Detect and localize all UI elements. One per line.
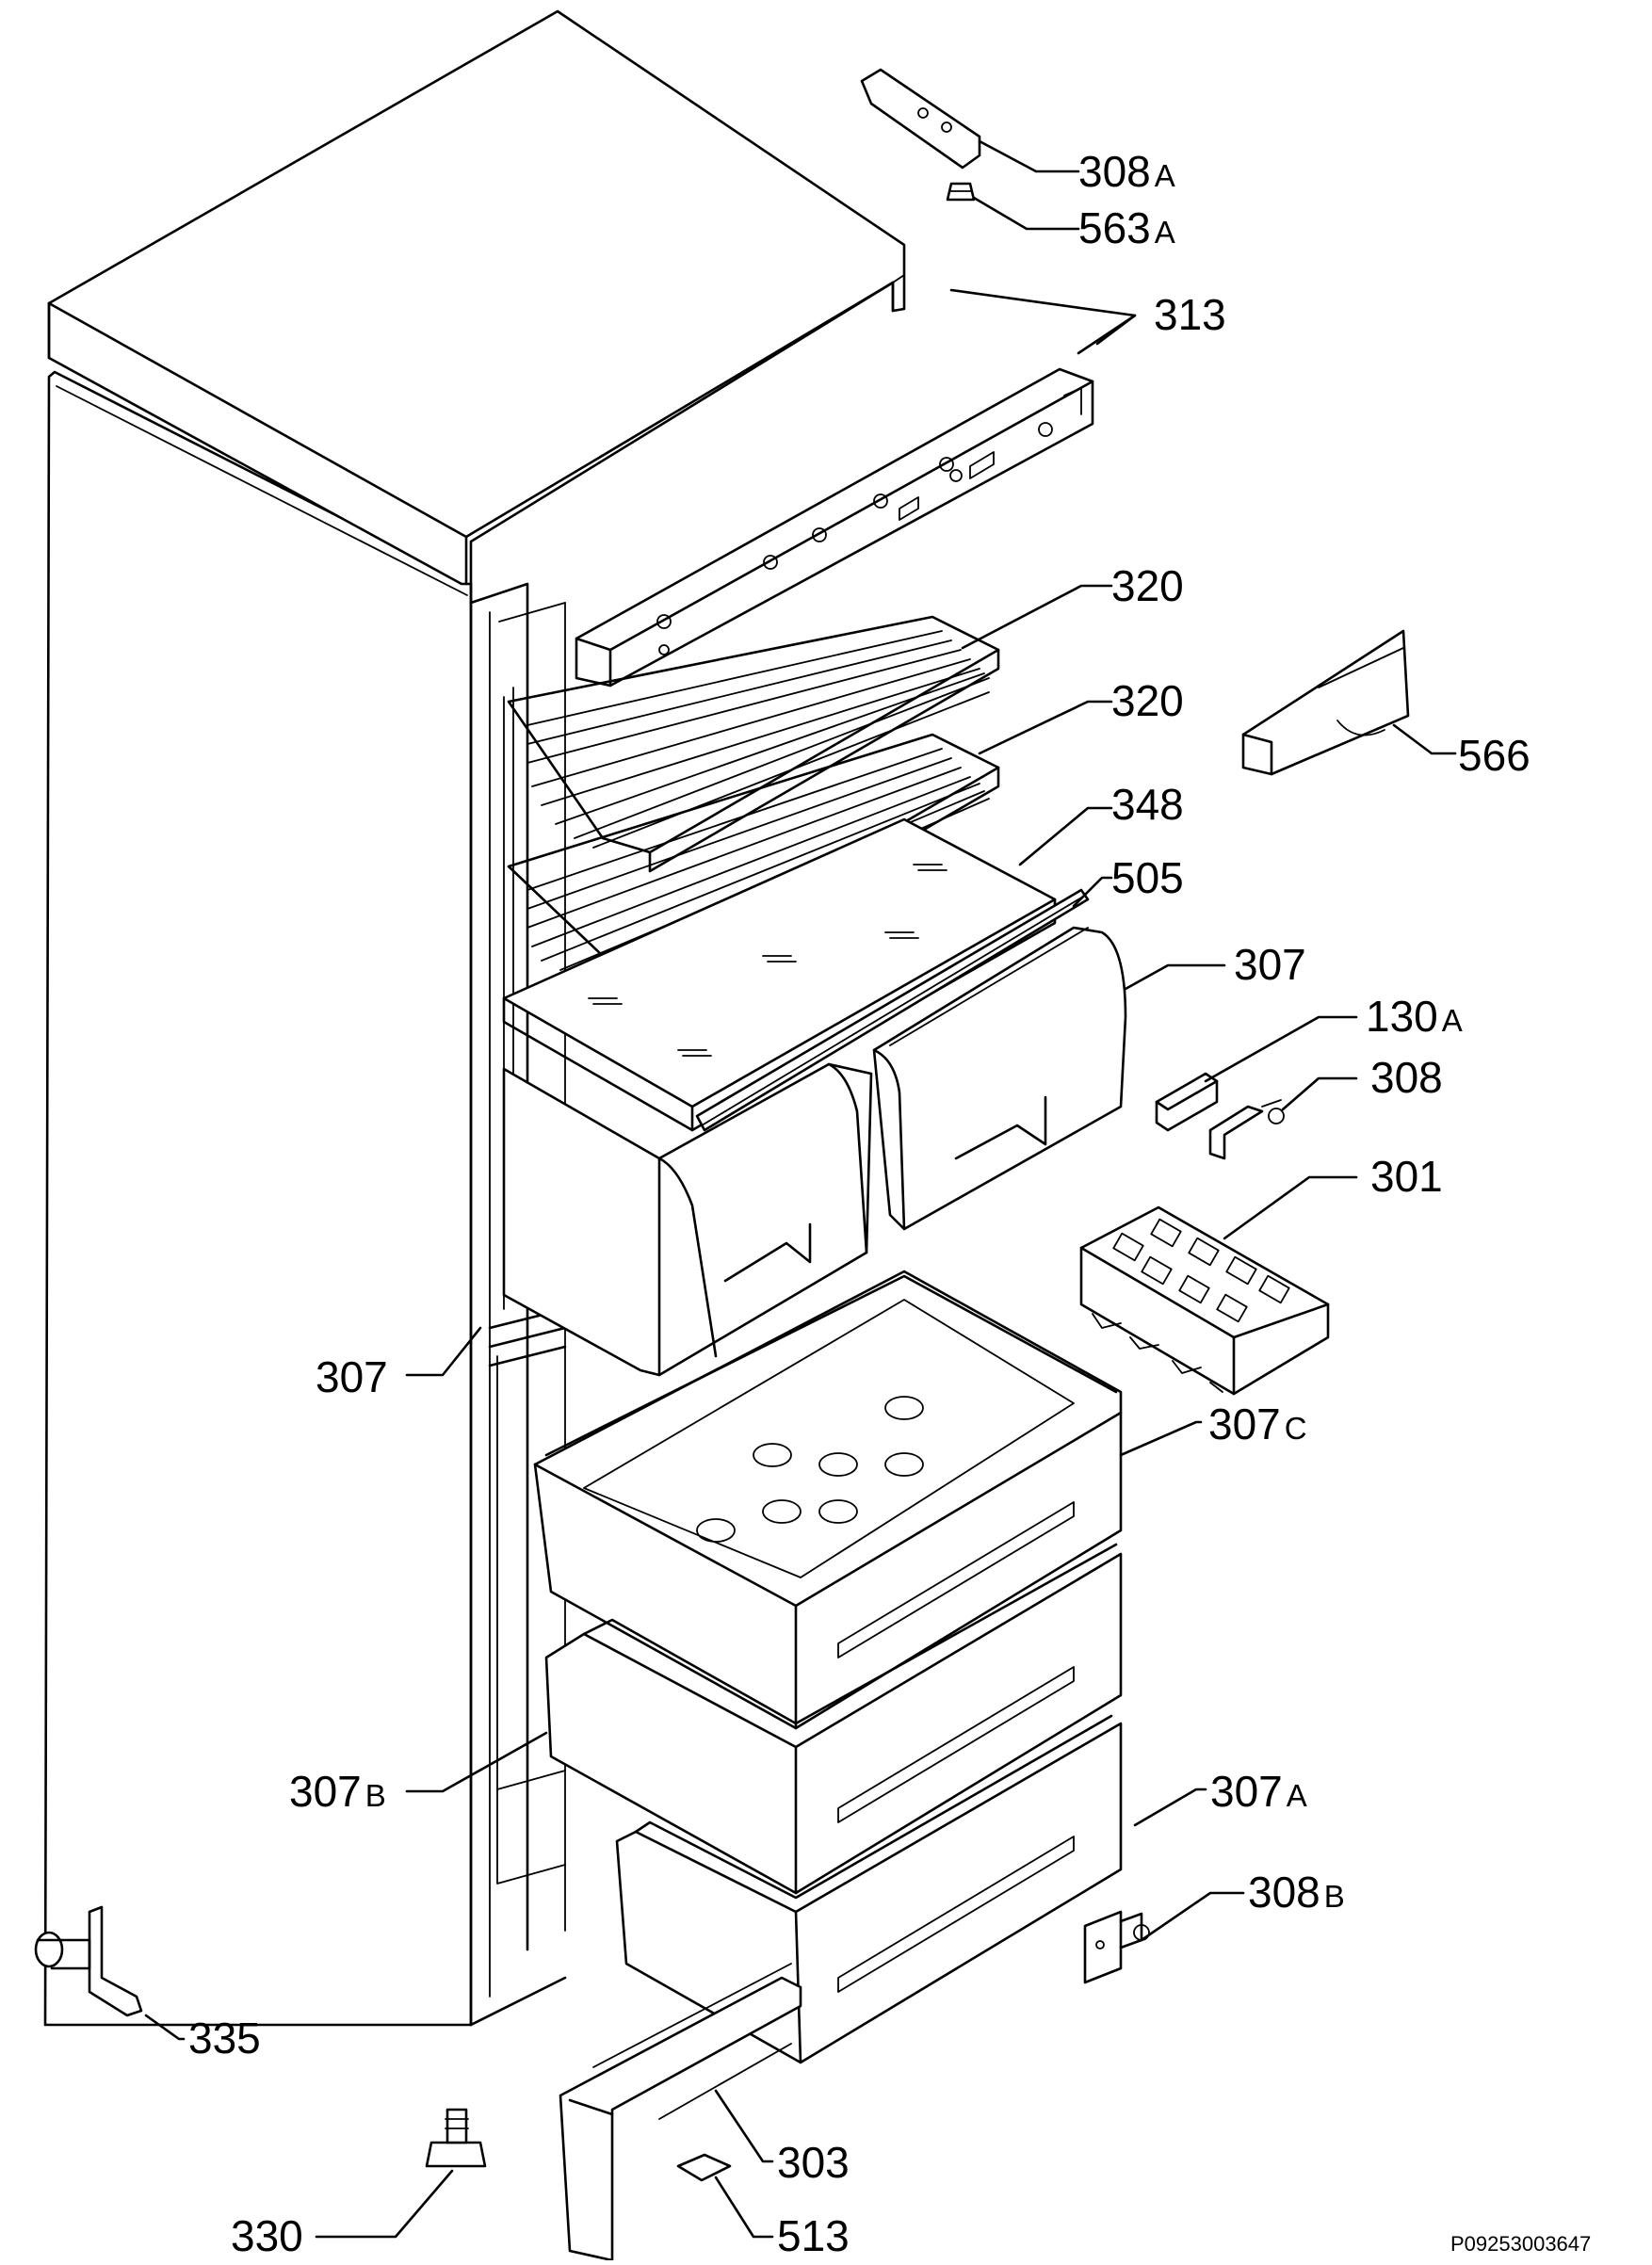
- callout-330-label: 330: [231, 2211, 303, 2260]
- freezer-drawer-a: [615, 1714, 1123, 2064]
- clip-513: [676, 2153, 732, 2182]
- callout-313: 313: [1154, 290, 1226, 339]
- door-handle-566: [1241, 629, 1410, 776]
- adjustable-foot-330: [425, 2108, 487, 2168]
- leader-lines-bottom: [315, 2169, 774, 2239]
- callout-307-left: 307: [316, 1352, 388, 1401]
- plinth-panel: [559, 1963, 802, 2262]
- wire-shelf-upper: [507, 615, 1000, 873]
- freezer-drawer-b: [544, 1543, 1123, 1895]
- crisper-drawer-left: [502, 1062, 873, 1377]
- top-cover: [47, 9, 906, 586]
- callout-308: 308: [1370, 1053, 1443, 1102]
- hinge-lower-308b: [1083, 1910, 1150, 1984]
- control-panel-strip: [575, 367, 1094, 688]
- freezer-drawer-c: [533, 1270, 1123, 1730]
- callout-348: 348: [1111, 780, 1184, 829]
- callout-505: 505: [1111, 853, 1184, 902]
- leader-lines: [144, 139, 1457, 2163]
- callout-303: 303: [777, 2138, 850, 2187]
- callout-307-right: 307: [1234, 940, 1306, 989]
- callout-566: 566: [1458, 731, 1531, 780]
- callout-320-top: 320: [1111, 561, 1184, 610]
- hinge-top-308a: [860, 68, 981, 170]
- callout-labels-bottom: 330 513: [231, 2211, 850, 2260]
- callout-513-label: 513: [777, 2211, 850, 2260]
- cabinet-body: [43, 370, 567, 2027]
- bushing-563a: [946, 182, 976, 202]
- ice-cube-tray: [1079, 1205, 1330, 1396]
- bracket-335: [34, 1905, 143, 2017]
- spacer-130a: [1155, 1072, 1219, 1132]
- callout-320-mid: 320: [1111, 676, 1184, 725]
- shelf-trim: [695, 888, 1090, 1132]
- callout-301: 301: [1370, 1152, 1443, 1201]
- document-code: P09253003647: [1450, 2232, 1591, 2256]
- crisper-drawer-right: [872, 926, 1127, 1231]
- callout-335: 335: [188, 2014, 261, 2063]
- hinge-middle-308: [1208, 1099, 1285, 1160]
